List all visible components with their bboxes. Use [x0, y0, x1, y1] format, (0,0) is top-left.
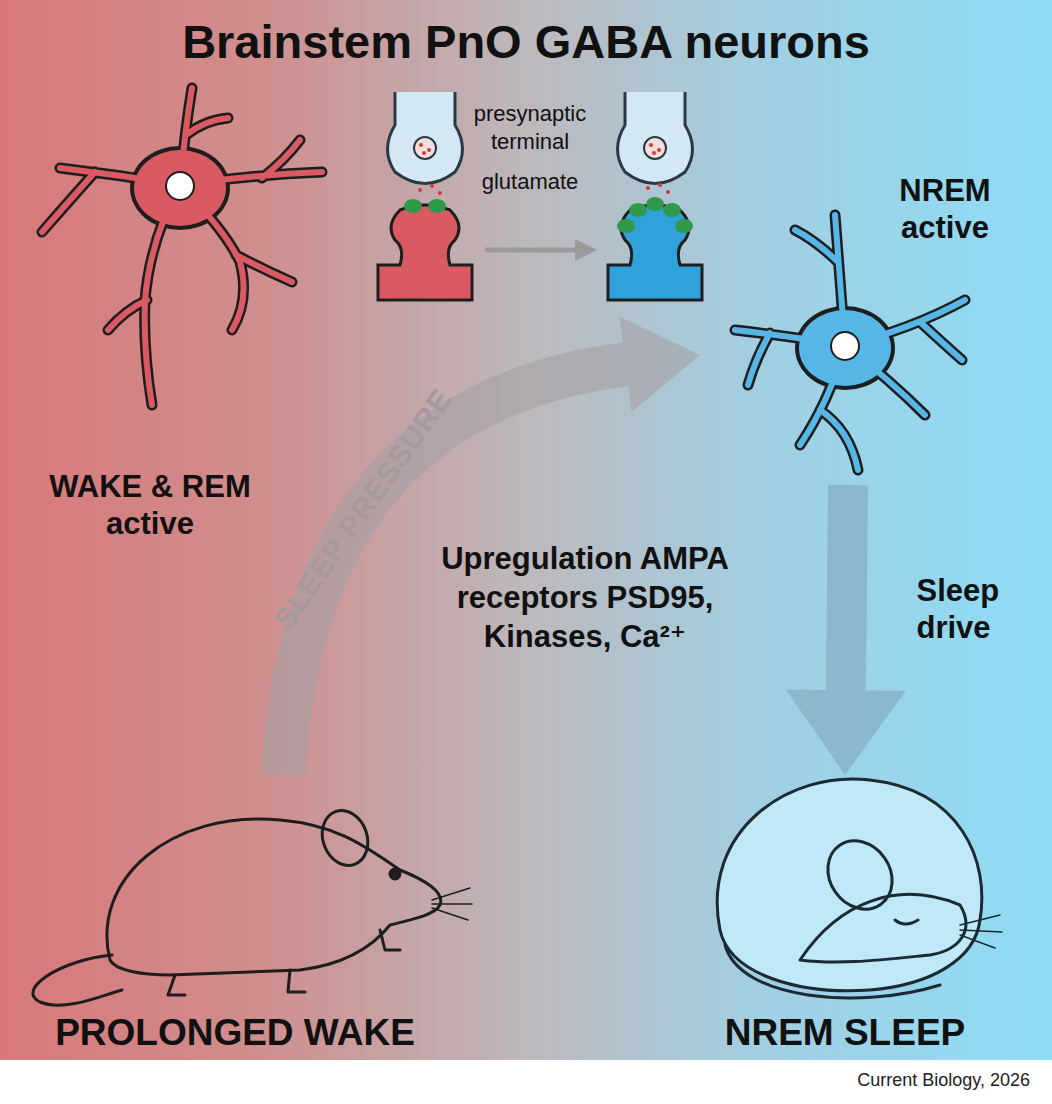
whiskers [432, 888, 472, 920]
nucleus [831, 332, 859, 360]
nrem-neuron [735, 215, 965, 470]
mouse-legs [168, 930, 400, 995]
ampa-receptor [404, 199, 422, 213]
node-label: WAKE & REM active [30, 468, 270, 542]
soma [134, 150, 226, 226]
arrow-head [786, 689, 906, 775]
weak-synapse [378, 92, 472, 300]
neuron-outline [735, 215, 965, 470]
ampa-receptor [646, 197, 664, 211]
wake-neuron [42, 88, 322, 405]
diagram-title: Brainstem PnO GABA neurons [0, 14, 1052, 70]
sleeping-mouse [717, 779, 1002, 998]
transmitter-dot [658, 183, 662, 187]
node-label: PROLONGED WAKE [15, 1011, 455, 1055]
soma-outline [130, 146, 230, 230]
mouse-ear [815, 828, 905, 921]
sleep-mouse-node: NREM SLEEP [690, 775, 1000, 1060]
neuron-fill [735, 215, 965, 470]
transmitter-dot [652, 151, 656, 155]
caption: Current Biology, 2026 [857, 1070, 1030, 1092]
flow-arrow [786, 485, 906, 775]
arrow-head [575, 239, 597, 261]
transmitter-dot [666, 190, 670, 194]
node-label: NREM active [890, 172, 1000, 246]
soma [799, 310, 891, 386]
annotation: glutamate [440, 168, 620, 196]
closed-eye [895, 920, 918, 924]
transmitter-dot [657, 148, 661, 152]
presynaptic-terminal [388, 92, 463, 184]
annotation: presynaptic terminal [440, 100, 620, 155]
strong-synapse [608, 92, 702, 300]
vesicle [644, 137, 666, 159]
transmitter-dot [649, 143, 653, 147]
postsynaptic-spine [378, 205, 472, 300]
arrow-head [620, 317, 700, 412]
postsynaptic-spine [608, 205, 702, 300]
transmitter-dot [430, 184, 434, 188]
ampa-receptor [663, 203, 681, 217]
presynaptic-terminal [618, 92, 693, 184]
ampa-receptor [428, 199, 446, 213]
mouse-body [717, 779, 982, 991]
annotation: Upregulation AMPA receptors PSD95, Kinas… [440, 540, 730, 656]
nrem-neuron-node: NREM active [700, 160, 996, 485]
ampa-receptor [629, 203, 647, 217]
transmitter-dot [418, 188, 422, 192]
edge-label: Sleep drive [917, 572, 1037, 646]
mouse-ear [315, 804, 375, 872]
transmitter-dot [646, 186, 650, 190]
mouse-tail [33, 955, 122, 1005]
potentiation-arrow [485, 248, 577, 253]
mouse-tail [725, 945, 940, 998]
node-label: NREM SLEEP [690, 1011, 1000, 1055]
wake-neuron-node: WAKE & REM active [20, 80, 350, 550]
transmitter-dot [422, 151, 426, 155]
whiskers [960, 915, 1002, 948]
neuron-fill [42, 88, 322, 405]
neuron-outline [42, 88, 322, 405]
transmitter-dot [438, 191, 442, 195]
transmitter-dot [427, 148, 431, 152]
vesicle [414, 137, 436, 159]
awake-mouse [33, 804, 472, 1005]
transmitter-dot [419, 143, 423, 147]
ampa-receptor [675, 219, 693, 233]
nucleus [166, 172, 194, 200]
mouse-eye [390, 869, 400, 879]
ampa-receptor [617, 219, 635, 233]
wake-mouse-node: PROLONGED WAKE [15, 775, 455, 1060]
arrow-shaft [846, 485, 848, 690]
mouse-body [107, 819, 441, 975]
